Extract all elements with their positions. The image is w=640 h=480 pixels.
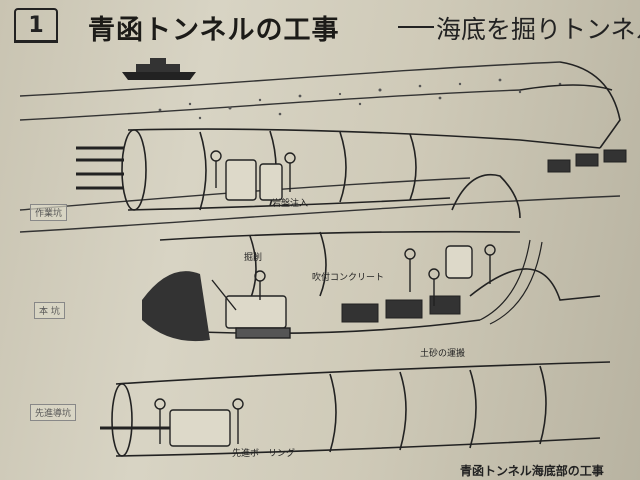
workers-upper [210, 150, 296, 192]
section-number: 1 [14, 8, 58, 43]
muck-cars-upper [547, 149, 627, 173]
injection-machine [225, 159, 283, 201]
excavator [211, 279, 291, 339]
boring-machine [100, 409, 231, 447]
pilot-tunnel [111, 361, 611, 457]
muck-cars-middle [341, 295, 461, 323]
cross-passage-arch [451, 174, 521, 219]
label-pilot-tunnel: 先進導坑 [30, 404, 77, 421]
annotation-excavation: 掘削 [244, 253, 263, 263]
label-work-pit: 作業坑 [30, 204, 68, 221]
drill-rods [76, 146, 124, 190]
annotation-muck-transport: 土砂の運搬 [420, 349, 466, 359]
panel-caption: 青函トンネル海底部の工事 [460, 464, 604, 478]
shotcrete-machine [445, 245, 473, 279]
inclined-shaft [519, 61, 621, 149]
work-pit-tunnel [121, 128, 601, 211]
title-dash [398, 26, 434, 28]
workers-lower [154, 398, 244, 444]
muck-pile [142, 271, 210, 342]
annotation-shotcrete: 吹付コンクリート [312, 273, 385, 283]
rail-track [479, 239, 543, 325]
page-subtitle: 海底を掘りトンネル [436, 15, 640, 44]
annotation-pilot-boring: 先進ボーリング [232, 449, 296, 459]
page-title: 青函トンネルの工事 [88, 15, 340, 46]
ferry-ship [122, 58, 196, 80]
label-main-tunnel: 本 坑 [34, 302, 65, 319]
annotation-rock-injection: 岩盤注入 [272, 199, 309, 209]
workers-middle [254, 244, 496, 306]
